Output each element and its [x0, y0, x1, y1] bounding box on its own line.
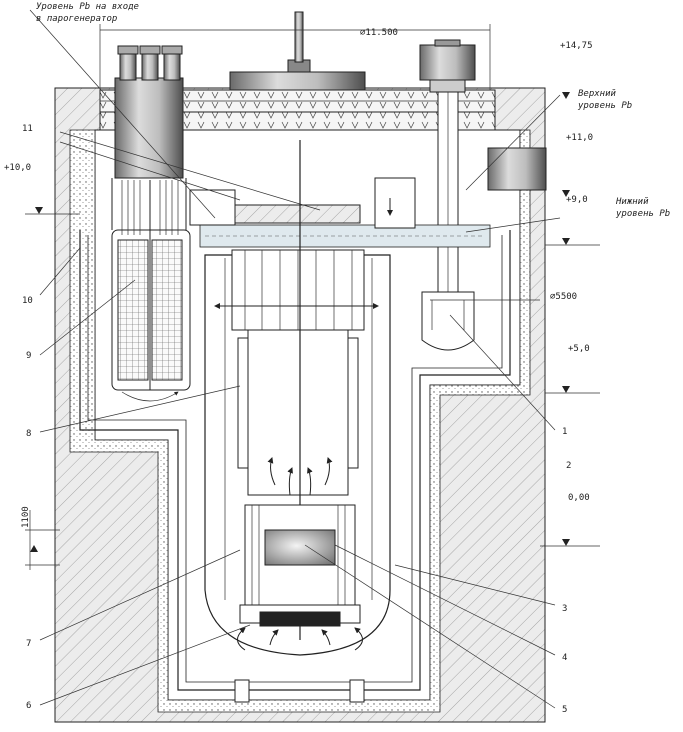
steam-generator: [111, 45, 191, 402]
coolant-flow-arrows: [214, 198, 393, 651]
label-pb-inlet-sg-2: в парогенератор: [36, 14, 117, 24]
upper-shield-block: [189, 177, 416, 229]
callout-6: 6: [26, 701, 31, 711]
callout-1: 1: [562, 427, 567, 437]
elev-5-0: +5,0: [568, 344, 590, 354]
label-lower-pb-2: уровень Pb: [615, 209, 670, 219]
reactor-core: [239, 504, 361, 627]
dim-inner-diameter: ∅5500: [550, 292, 577, 302]
level-markers: [25, 92, 600, 552]
callout-8: 8: [26, 429, 31, 439]
callout-3: 3: [562, 604, 567, 614]
label-pb-inlet-sg-1: Уровень Pb на входе: [36, 2, 139, 12]
lead-pool-upper: [199, 224, 491, 248]
upper-plenum: [231, 140, 365, 640]
circulation-pump: [419, 39, 476, 351]
callout-10: 10: [22, 296, 33, 306]
thermal-insulation-layer: [69, 129, 531, 713]
callout-11: 11: [22, 124, 33, 134]
elev-9-0: +9,0: [566, 195, 588, 205]
elev-14-75: +14,75: [560, 41, 593, 51]
label-upper-pb-1: Верхний: [578, 89, 617, 99]
annotation-labels: Уровень Pb на входе в парогенератор Верх…: [4, 2, 670, 715]
dim-outer-diameter: ∅11.500: [360, 28, 398, 38]
leader-lines: [29, 9, 561, 709]
roof-beam: [229, 11, 366, 91]
elev-0-00: 0,00: [568, 493, 590, 503]
elev-11-0: +11,0: [566, 133, 593, 143]
vessel-supports: [234, 679, 365, 703]
steam-outlet-pipe: [487, 147, 547, 191]
dimension-lines: [25, 24, 540, 570]
callout-4: 4: [562, 653, 567, 663]
callout-5: 5: [562, 705, 567, 715]
callout-7: 7: [26, 639, 31, 649]
callout-2: 2: [566, 461, 571, 471]
dim-core-height: 1100: [21, 506, 31, 528]
label-upper-pb-2: уровень Pb: [577, 101, 632, 111]
callout-9: 9: [26, 351, 31, 361]
elev-10-0: +10,0: [4, 163, 31, 173]
label-lower-pb-1: Нижний: [615, 197, 649, 207]
